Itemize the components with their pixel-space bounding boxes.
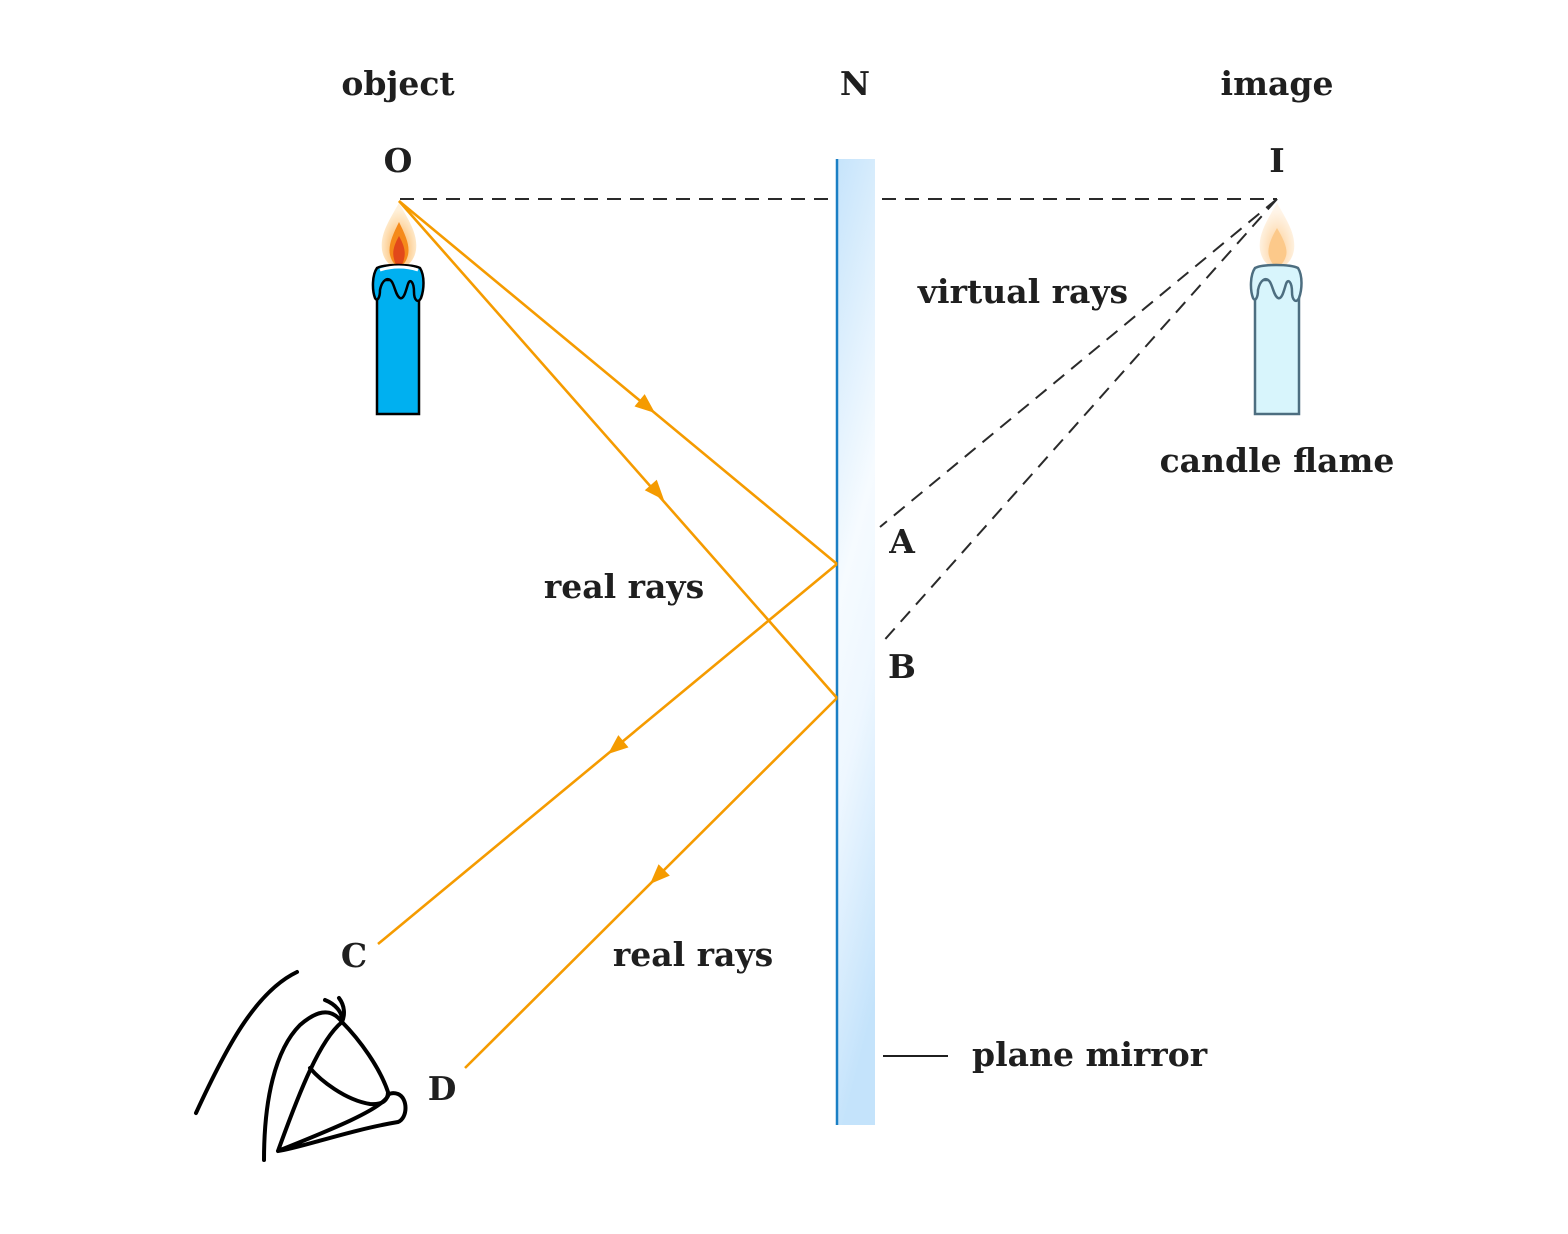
incident-ray-a [398,199,838,566]
eyelashes [323,996,346,1024]
object-candle-icon [371,203,425,416]
flame-core [1268,228,1287,266]
mirror-glass [838,159,875,1125]
normal-label: N [840,64,870,103]
candle-body [375,278,421,416]
incident-ray-b [398,200,838,699]
virtual-ray-a [879,198,1278,528]
point-d-label: D [428,1069,457,1108]
point-c-label: C [341,936,367,975]
plane-mirror [835,159,875,1125]
virtual-rays-label: virtual rays [917,272,1128,311]
real-rays-upper-label: real rays [544,567,704,606]
candle-wax-drip [1249,263,1303,303]
point-a-label: A [888,522,915,561]
eyelid-upper-outline [262,1010,344,1162]
image-candle-icon [1249,203,1303,416]
candle-body [1253,278,1301,416]
candle-flame-label: candle flame [1160,441,1395,480]
object-point-label: O [384,141,413,180]
image-label: image [1221,64,1334,103]
eye-lower-outline [276,1020,408,1153]
virtual-ray-b [879,198,1278,646]
eyelid-crease [308,1020,390,1107]
arrowhead-reflected-d [650,864,670,884]
brow-line [194,970,299,1115]
observer-eye-icon [194,970,408,1162]
flame-core [393,236,405,266]
plane-mirror-label: plane mirror [972,1035,1208,1074]
candle-wax-drip [371,263,425,303]
real-rays-lower-label: real rays [613,935,773,974]
object-label: object [341,64,455,103]
reflected-ray-c [377,562,838,946]
point-b-label: B [888,647,916,686]
image-point-label: I [1269,141,1284,180]
arrowhead-incident-b [644,479,664,500]
arrowhead-incident-a [634,394,655,413]
arrowhead-reflected-c [608,735,629,754]
wax-highlight [379,265,419,272]
